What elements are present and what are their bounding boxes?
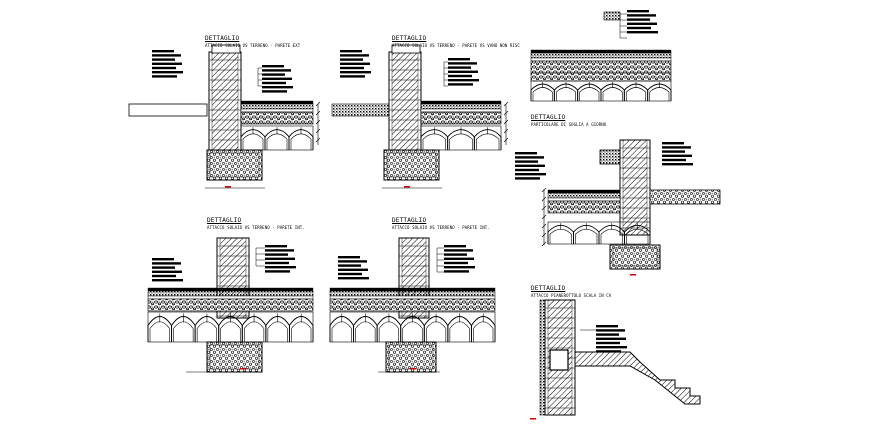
detail-6-notes <box>596 325 627 353</box>
detail-6 <box>530 299 701 420</box>
detail-3-sample-swatch <box>603 11 621 21</box>
detail-3-title: DETTAGLIO <box>531 114 566 121</box>
detail-1-subtitle: ATTACCO SOLAIO VS TERRENO - PARETE EXT <box>205 43 301 48</box>
detail-3b-external-slab <box>649 189 721 205</box>
detail-1-notes-right <box>262 65 293 93</box>
detail-6-title: DETTAGLIO <box>531 285 566 292</box>
detail-1-title: DETTAGLIO <box>205 35 240 42</box>
detail-1 <box>128 44 321 189</box>
detail-2-wall-cap <box>391 44 421 54</box>
detail-6-stair-flight <box>574 351 701 405</box>
detail-2-notes-right <box>448 58 479 86</box>
ground-line <box>128 103 208 117</box>
detail-5-notes-right <box>444 245 475 273</box>
level-marker <box>530 418 536 420</box>
detail-5-footing <box>385 341 437 373</box>
detail-5 <box>329 237 496 373</box>
level-marker <box>630 274 636 276</box>
detail-1-wall-cap <box>211 44 241 54</box>
detail-4-title: DETTAGLIO <box>207 217 242 224</box>
detail-3b-notes-right <box>662 142 693 166</box>
detail-5-subtitle: ATTACCO SOLAIO VS TERRENO - PARETE INT. <box>392 225 490 230</box>
detail-2-vault-blocks <box>420 125 502 151</box>
level-marker <box>240 368 246 370</box>
detail-1-wall <box>208 51 242 151</box>
detail-4-floor-layers <box>147 287 314 312</box>
detail-4-vault-blocks <box>147 311 314 343</box>
detail-5-title: DETTAGLIO <box>392 217 427 224</box>
level-marker <box>410 368 416 370</box>
detail-4-notes-right <box>265 245 296 273</box>
detail-3b <box>515 139 721 276</box>
detail-3 <box>530 10 672 102</box>
detail-1-footing <box>206 149 263 181</box>
detail-3b-floor-layers <box>547 189 621 214</box>
detail-1-floor-layers <box>240 100 314 125</box>
detail-2-notes-left <box>340 50 371 78</box>
level-marker <box>404 186 410 188</box>
detail-1-vault-blocks <box>240 125 314 151</box>
detail-5-floor-layers <box>329 287 496 312</box>
detail-2-slab-outside <box>331 103 391 117</box>
detail-4-footing <box>206 341 263 373</box>
detail-2 <box>331 44 509 189</box>
detail-3b-wall <box>619 139 651 236</box>
detail-2-floor-layers <box>420 100 502 125</box>
detail-4-notes-left <box>152 258 183 282</box>
detail-6-plaster <box>539 299 546 416</box>
detail-2-title: DETTAGLIO <box>392 35 427 42</box>
detail-5-notes-left <box>338 256 369 280</box>
detail-6-subtitle: ATTACCO PIANEROTTOLO SCALA IN CA <box>531 293 612 298</box>
detail-4 <box>147 237 314 373</box>
detail-2-footing <box>383 149 440 181</box>
detail-3b-footing <box>609 244 661 270</box>
detail-3b-notes-left <box>515 152 546 180</box>
detail-5-vault-blocks <box>329 311 496 343</box>
level-marker <box>225 186 231 188</box>
detail-1-notes-left <box>152 50 183 78</box>
detail-3-subtitle: PARTICOLARE DI SOGLIA A GIORNO <box>531 122 607 127</box>
detail-4-subtitle: ATTACCO SOLAIO VS TERRENO - PARETE INT. <box>207 225 305 230</box>
detail-6-beam <box>549 349 569 371</box>
detail-3b-sill <box>599 149 621 165</box>
detail-3b-vault-blocks <box>547 221 651 245</box>
detail-3-notes <box>627 10 658 34</box>
detail-3-vault-blocks <box>530 80 672 102</box>
detail-2-subtitle: ATTACCO SOLAIO VS TERRENO - PARETE VS VA… <box>392 43 520 48</box>
detail-2-wall <box>388 51 422 151</box>
detail-3-floor-layers <box>530 49 672 74</box>
